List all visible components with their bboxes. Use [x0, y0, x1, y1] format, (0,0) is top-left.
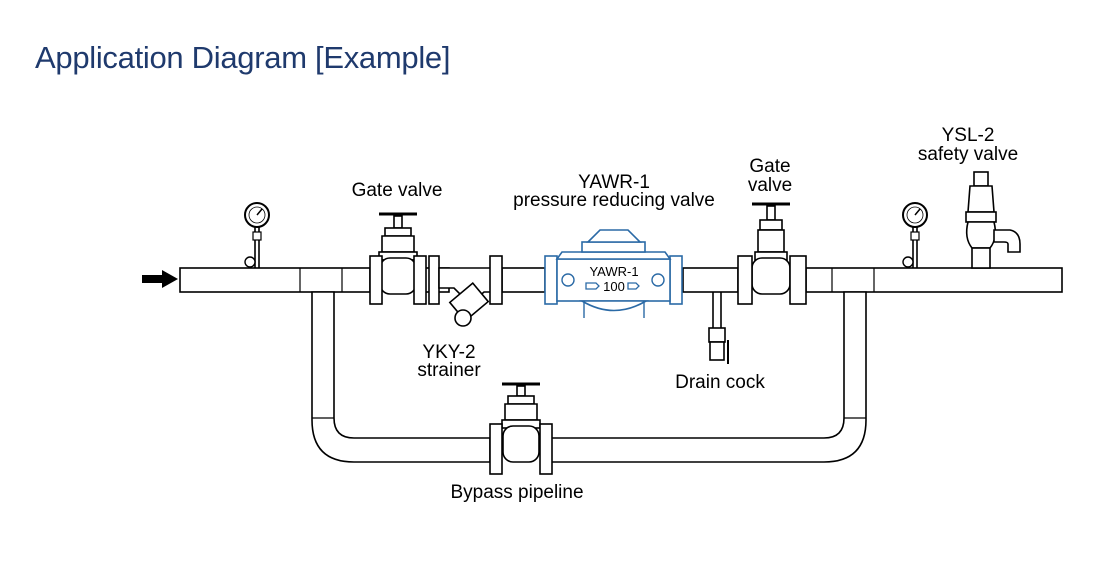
label-strainer-model: YKY-2: [422, 342, 475, 363]
label-gate-valve-left: Gate valve: [352, 180, 443, 201]
gate-valve-left: [369, 212, 427, 305]
label-strainer-name: strainer: [417, 360, 481, 381]
bypass-pipeline: [311, 291, 867, 463]
label-safety-name: safety valve: [918, 144, 1018, 165]
pressure-reducing-valve: YAWR-1 100: [544, 229, 683, 318]
main-pipeline: [179, 267, 1063, 293]
prv-body-model: YAWR-1: [589, 264, 638, 279]
label-bypass: Bypass pipeline: [450, 482, 583, 503]
pressure-gauge-icon: [244, 202, 270, 268]
gate-valve-right: [737, 202, 807, 305]
y-strainer: [428, 255, 503, 327]
prv-body-setting: 100: [603, 279, 625, 294]
label-drain-cock: Drain cock: [675, 372, 765, 393]
label-prv-model: YAWR-1: [578, 172, 650, 193]
label-gate-valve-right-1: Gate: [749, 156, 790, 177]
label-gate-valve-right-2: valve: [748, 175, 792, 196]
page-title: Application Diagram [Example]: [35, 40, 451, 75]
flow-arrow-icon: [142, 270, 178, 288]
label-prv-name: pressure reducing valve: [513, 190, 715, 211]
safety-valve: [965, 171, 1021, 269]
drain-cock: [708, 292, 729, 364]
label-safety-model: YSL-2: [942, 125, 995, 146]
pressure-gauge-icon: [902, 202, 928, 268]
gate-valve-bypass: [489, 382, 553, 475]
